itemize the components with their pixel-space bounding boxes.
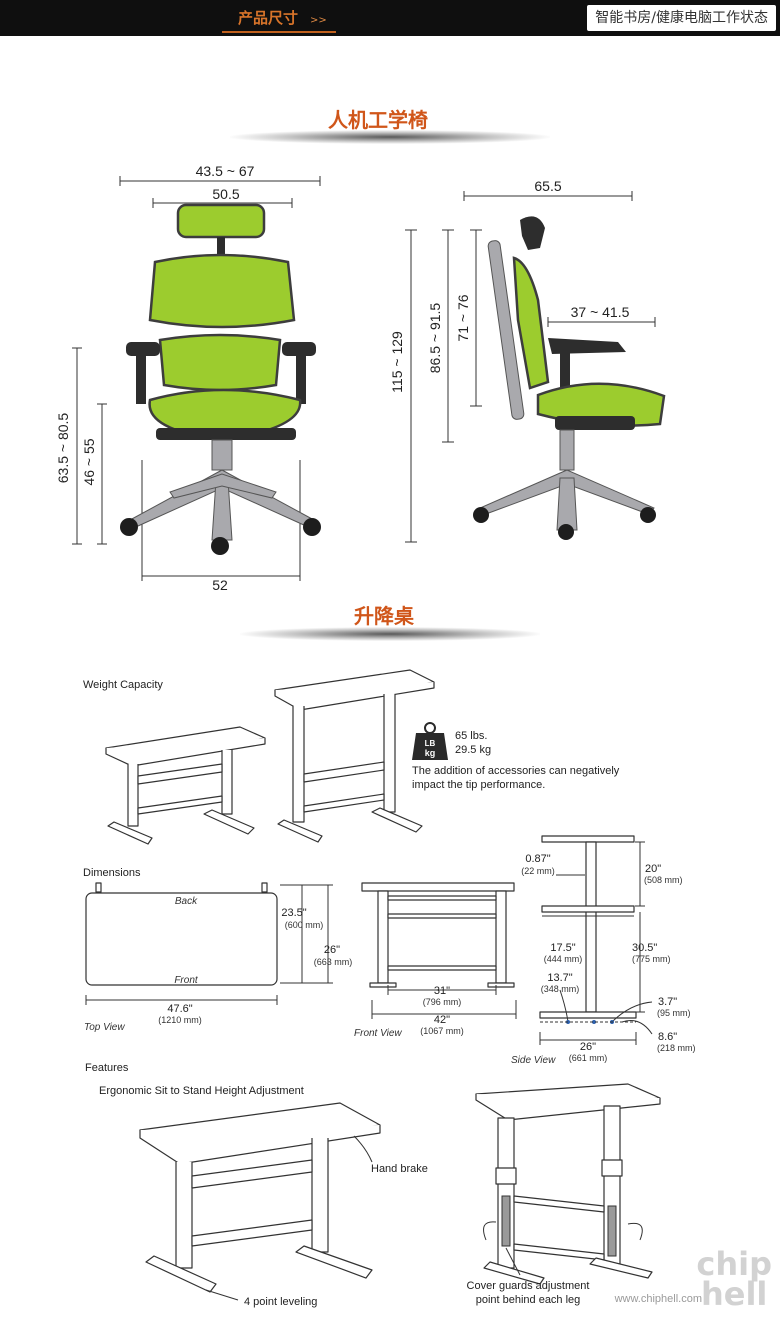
side-travel-mm: (508 mm): [644, 875, 683, 885]
weight-icon-kg: kg: [425, 748, 436, 758]
front-outer-mm: (1067 mm): [420, 1026, 464, 1036]
side-height-in: 30.5": [632, 942, 657, 954]
features-subheading: Ergonomic Sit to Stand Height Adjustment: [99, 1085, 304, 1097]
top-depth-mm: (600 mm): [285, 920, 324, 930]
side-foot-in: 13.7": [547, 972, 572, 984]
section-tab[interactable]: 产品尺寸 >>: [222, 4, 336, 33]
hand-brake-label: Hand brake: [371, 1163, 428, 1175]
chair-front-view: [120, 203, 321, 555]
header-caption: 智能书房/健康电脑工作状态: [587, 5, 776, 31]
desk-title-rule: [240, 627, 540, 641]
front-view-caption: Front View: [354, 1028, 402, 1039]
top-width-in: 47.6": [167, 1003, 192, 1015]
weight-note-line2: impact the tip performance.: [412, 779, 545, 791]
top-bar: 产品尺寸 >> 智能书房/健康电脑工作状态: [0, 0, 780, 36]
section-tab-label: 产品尺寸: [238, 9, 299, 27]
side-height-mm: (775 mm): [632, 954, 671, 964]
top-width-mm: (1210 mm): [158, 1015, 202, 1025]
side-back-height-label: 86.5 ~ 91.5: [427, 303, 443, 374]
side-depth-label: 65.5: [534, 178, 561, 194]
cover-guards-line1: Cover guards adjustment: [467, 1280, 590, 1292]
watermark-logo-line1: chip: [696, 1245, 772, 1283]
side-top-mm: (444 mm): [544, 954, 583, 964]
front-view-drawing: [361, 882, 517, 1019]
chair-side-view: [473, 216, 666, 540]
side-offset-in: 3.7": [658, 996, 677, 1008]
weight-icon: LB kg: [412, 722, 448, 760]
side-thick-mm: (22 mm): [521, 866, 555, 876]
cover-guards-line2: point behind each leg: [476, 1294, 581, 1306]
chair-section-title: 人机工学椅: [328, 108, 428, 132]
top-depth2-in: 26": [324, 944, 340, 956]
weight-note-line1: The addition of accessories can negative…: [412, 765, 620, 777]
side-view-drawing: [539, 835, 653, 1045]
dimensions-heading: Dimensions: [83, 867, 141, 879]
top-depth2-mm: (663 mm): [314, 957, 353, 967]
front-inner-in: 31": [434, 985, 450, 997]
side-top-in: 17.5": [550, 942, 575, 954]
double-chevron-icon: >>: [310, 15, 327, 26]
weight-kg: 29.5 kg: [455, 744, 491, 756]
side-dimension-lines: [405, 191, 656, 543]
backrest-height-label: 71 ~ 76: [455, 294, 471, 341]
top-view-caption: Top View: [84, 1022, 125, 1033]
front-dimension-lines: [72, 176, 321, 581]
desk-section-title: 升降桌: [354, 604, 414, 628]
side-foot-mm: (348 mm): [541, 984, 580, 994]
top-view-front: Front: [174, 975, 199, 986]
top-depth-in: 23.5": [281, 907, 306, 919]
side-offset-mm: (95 mm): [657, 1008, 691, 1018]
front-inner-mm: (796 mm): [423, 997, 462, 1007]
front-width-label: 43.5 ~ 67: [196, 163, 255, 179]
side-base-in: 26": [580, 1041, 596, 1053]
leveling-label: 4 point leveling: [244, 1296, 317, 1308]
features-heading: Features: [85, 1062, 129, 1074]
watermark-logo: chip hell: [696, 1245, 772, 1313]
armrest-depth-label: 37 ~ 41.5: [571, 304, 630, 320]
feature-desk-side-drawing: [475, 1083, 661, 1285]
side-thick-in: 0.87": [525, 853, 550, 865]
side-travel-in: 20": [645, 863, 661, 875]
side-toe-mm: (218 mm): [657, 1043, 696, 1053]
seat-total-height-label: 63.5 ~ 80.5: [55, 413, 71, 484]
feature-desk-drawing: [139, 1102, 381, 1301]
top-view-drawing: [85, 882, 333, 1005]
desk-low-drawing: [105, 726, 266, 845]
seat-height-label: 46 ~ 55: [81, 438, 97, 485]
side-view-caption: Side View: [511, 1055, 556, 1066]
desk-high-drawing: [274, 669, 435, 843]
watermark-url: www.chiphell.com: [614, 1293, 702, 1305]
front-outer-in: 42": [434, 1014, 450, 1026]
weight-lbs: 65 lbs.: [455, 730, 487, 742]
chair-title-rule: [230, 130, 550, 144]
watermark-logo-line2: hell: [700, 1275, 768, 1313]
base-width-label: 52: [212, 577, 228, 593]
side-toe-in: 8.6": [658, 1031, 677, 1043]
top-view-back: Back: [175, 896, 198, 907]
weight-capacity-heading: Weight Capacity: [83, 679, 163, 691]
headrest-width-label: 50.5: [212, 186, 239, 202]
side-base-mm: (661 mm): [569, 1053, 608, 1063]
side-total-height-label: 115 ~ 129: [389, 331, 405, 393]
weight-icon-lb: LB: [425, 739, 436, 748]
